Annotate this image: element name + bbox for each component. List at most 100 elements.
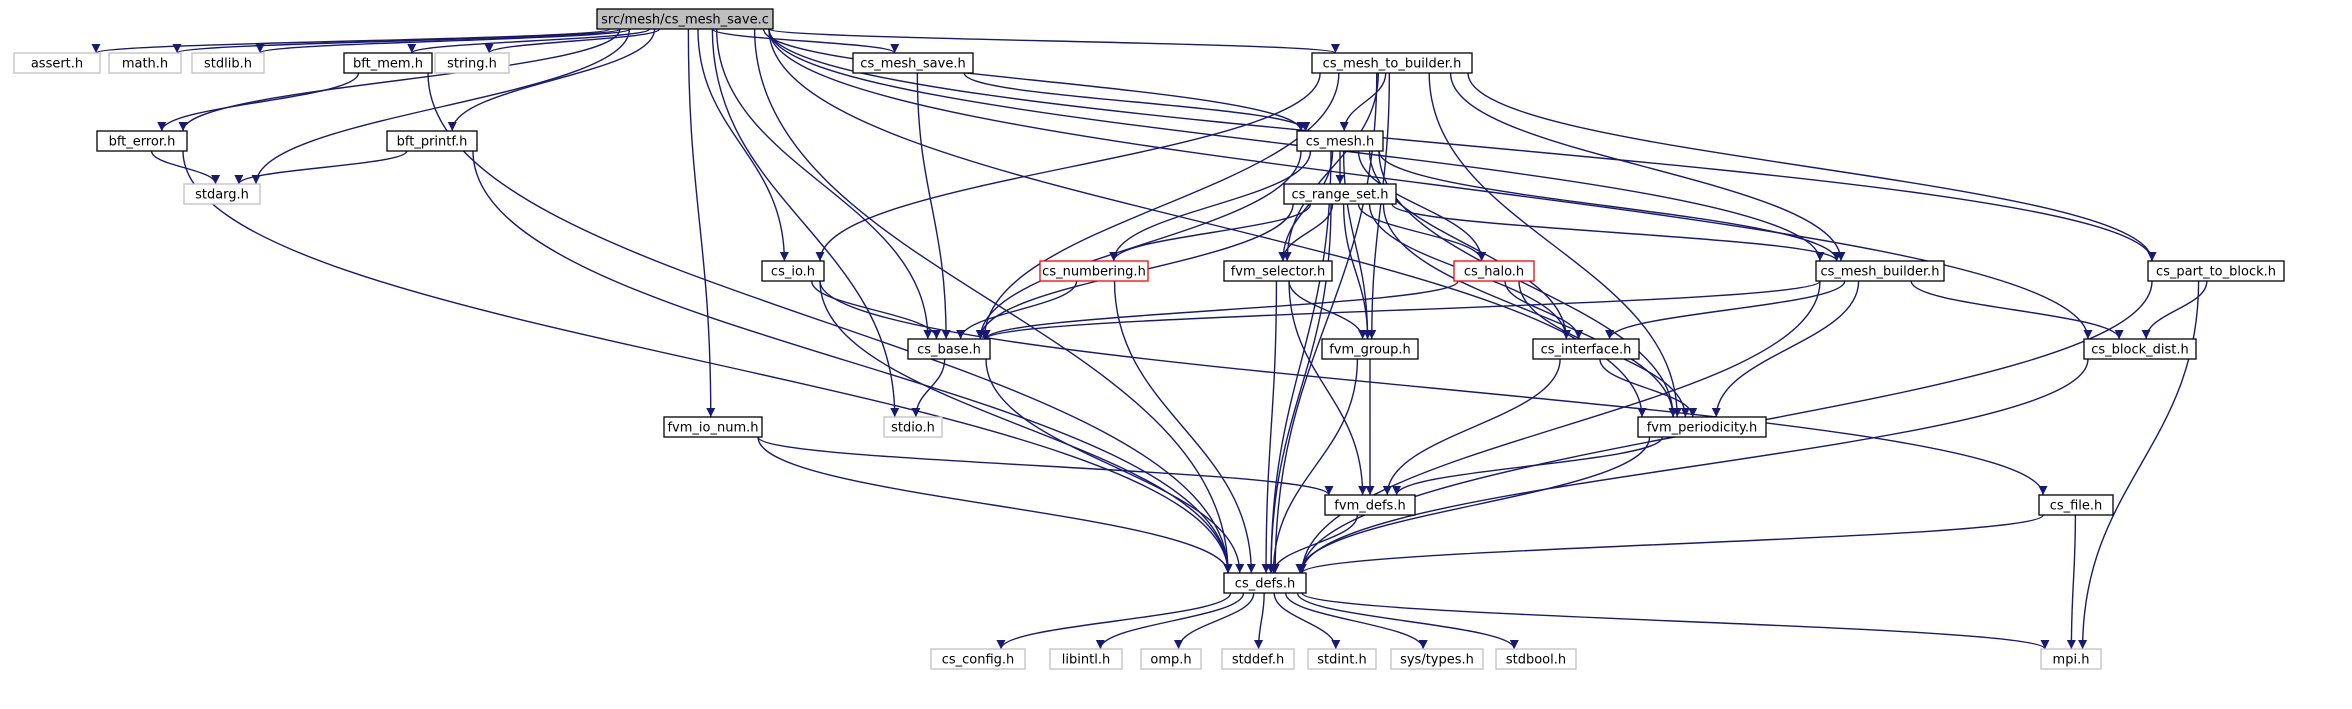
edge-root-to-cs_mesh	[762, 28, 1306, 132]
edge-root-to-math	[172, 28, 621, 54]
node-label: libintl.h	[1062, 653, 1110, 668]
edge-cs_defs-to-libintl	[1095, 592, 1245, 650]
node-label: bft_printf.h	[397, 135, 468, 150]
node-box	[1453, 260, 1535, 282]
node-math[interactable]: math.h	[108, 52, 182, 74]
node-root[interactable]: src/mesh/cs_mesh_save.c	[596, 8, 774, 30]
node-cs-range-set[interactable]: cs_range_set.h	[1283, 183, 1397, 205]
edge-layer	[91, 28, 2208, 650]
node-cs-config[interactable]: cs_config.h	[930, 648, 1026, 670]
edge-root-to-bft_mem	[407, 28, 651, 54]
edge-cs_interface-to-fvm_defs	[1382, 358, 1561, 496]
node-assert[interactable]: assert.h	[13, 52, 101, 74]
node-stdio[interactable]: stdio.h	[883, 416, 943, 438]
edge-fvm_group-to-cs_defs	[1268, 358, 1359, 574]
node-bft-error[interactable]: bft_error.h	[96, 130, 188, 152]
node-box	[2040, 648, 2102, 670]
node-cs-mesh-save[interactable]: cs_mesh_save.h	[852, 52, 974, 74]
node-label: fvm_io_num.h	[667, 421, 758, 436]
node-stdbool[interactable]: stdbool.h	[1495, 648, 1577, 670]
node-fvm-defs[interactable]: fvm_defs.h	[1324, 494, 1416, 516]
node-bft-printf[interactable]: bft_printf.h	[386, 130, 478, 152]
edge-cs_numbering-to-cs_defs	[1113, 280, 1256, 574]
node-bft-mem[interactable]: bft_mem.h	[343, 52, 433, 74]
node-label: stdio.h	[891, 421, 935, 436]
edge-cs_mesh_builder-to-cs_block_dist	[1910, 280, 2124, 340]
node-mpi[interactable]: mpi.h	[2040, 648, 2102, 670]
edge-cs_mesh-to-cs_numbering	[1109, 150, 1312, 262]
edge-cs_mesh_builder-to-fvm_periodicity	[1711, 280, 1860, 418]
node-fvm-selector[interactable]: fvm_selector.h	[1223, 260, 1333, 282]
edge-root-to-stdio	[711, 28, 900, 418]
edge-cs_range_set-to-cs_defs	[1266, 203, 1332, 574]
edge-cs_mesh_to_builder-to-cs_mesh	[1339, 72, 1387, 132]
edge-cs_interface-to-fvm_periodicity	[1599, 358, 1698, 418]
edge-fvm_defs-to-cs_defs	[1268, 514, 1359, 574]
node-cs-base[interactable]: cs_base.h	[907, 338, 991, 360]
node-stdlib[interactable]: stdlib.h	[191, 52, 265, 74]
edge-root-to-cs_base	[715, 28, 933, 340]
node-stddef[interactable]: stddef.h	[1221, 648, 1295, 670]
edge-fvm_selector-to-fvm_group	[1288, 280, 1368, 340]
node-cs-halo[interactable]: cs_halo.h	[1453, 260, 1535, 282]
node-box	[1637, 416, 1767, 438]
node-box	[2038, 494, 2114, 516]
edge-cs_defs-to-systypes	[1284, 592, 1428, 650]
node-label: cs_halo.h	[1464, 265, 1524, 280]
node-string[interactable]: string.h	[434, 52, 510, 74]
node-box	[434, 52, 510, 74]
edge-cs_mesh_builder-to-cs_defs	[1297, 280, 1821, 574]
edge-root-to-bft_error	[178, 28, 621, 132]
node-fvm-group[interactable]: fvm_group.h	[1321, 338, 1419, 360]
edge-cs_base-to-cs_defs	[985, 358, 1245, 574]
node-cs-block-dist[interactable]: cs_block_dist.h	[2083, 338, 2197, 360]
node-cs-interface[interactable]: cs_interface.h	[1532, 338, 1640, 360]
edge-cs_io-to-cs_base	[811, 280, 941, 340]
node-omp[interactable]: omp.h	[1140, 648, 1202, 670]
node-stdint[interactable]: stdint.h	[1307, 648, 1377, 670]
edge-cs_defs-to-stdbool	[1296, 592, 1519, 650]
edge-root-to-assert	[91, 28, 611, 54]
node-box	[1307, 648, 1377, 670]
node-box	[1495, 648, 1577, 670]
node-label: cs_defs.h	[1235, 577, 1295, 592]
node-label: cs_base.h	[917, 343, 981, 358]
edge-cs_range_set-to-cs_numbering	[1109, 203, 1312, 262]
edge-cs_mesh_to_builder-to-fvm_periodicity	[1428, 72, 1682, 418]
node-libintl[interactable]: libintl.h	[1049, 648, 1123, 670]
edge-cs_mesh-to-cs_mesh_builder	[1378, 150, 1842, 262]
node-label: fvm_defs.h	[1334, 499, 1405, 514]
node-label: fvm_periodicity.h	[1647, 421, 1758, 436]
node-cs-part-to-block[interactable]: cs_part_to_block.h	[2147, 260, 2285, 282]
edge-cs_range_set-to-fvm_periodicity	[1382, 203, 1678, 418]
node-cs-defs[interactable]: cs_defs.h	[1223, 572, 1307, 594]
edge-bft_error-to-cs_defs	[182, 150, 1233, 574]
node-label: stdbool.h	[1506, 653, 1566, 668]
node-box	[1321, 338, 1419, 360]
node-box	[883, 416, 943, 438]
node-box	[1390, 648, 1484, 670]
node-box	[1223, 260, 1333, 282]
node-cs-numbering[interactable]: cs_numbering.h	[1039, 260, 1149, 282]
node-box	[2083, 338, 2197, 360]
edge-cs_file-to-cs_defs	[1297, 514, 2044, 574]
node-stdarg[interactable]: stdarg.h	[183, 183, 261, 205]
node-box	[96, 130, 188, 152]
node-systypes[interactable]: sys/types.h	[1390, 648, 1484, 670]
node-box	[1532, 338, 1640, 360]
node-cs-mesh-to-builder[interactable]: cs_mesh_to_builder.h	[1311, 52, 1473, 74]
node-box	[191, 52, 265, 74]
node-layer: src/mesh/cs_mesh_save.c assert.h math.h std…	[13, 8, 2285, 670]
node-fvm-periodicity[interactable]: fvm_periodicity.h	[1637, 416, 1767, 438]
node-box	[1039, 260, 1149, 282]
node-cs-file[interactable]: cs_file.h	[2038, 494, 2114, 516]
node-label: cs_range_set.h	[1292, 188, 1389, 203]
node-fvm-io-num[interactable]: fvm_io_num.h	[663, 416, 763, 438]
node-cs-mesh-builder[interactable]: cs_mesh_builder.h	[1815, 260, 1945, 282]
edge-cs_file-to-mpi	[2066, 514, 2077, 650]
edge-cs_numbering-to-cs_base	[956, 280, 1078, 340]
edge-root-to-cs_block_dist	[768, 28, 2093, 340]
node-cs-io[interactable]: cs_io.h	[761, 260, 825, 282]
edge-root-to-stdarg	[251, 28, 631, 185]
node-cs-mesh[interactable]: cs_mesh.h	[1296, 130, 1384, 152]
